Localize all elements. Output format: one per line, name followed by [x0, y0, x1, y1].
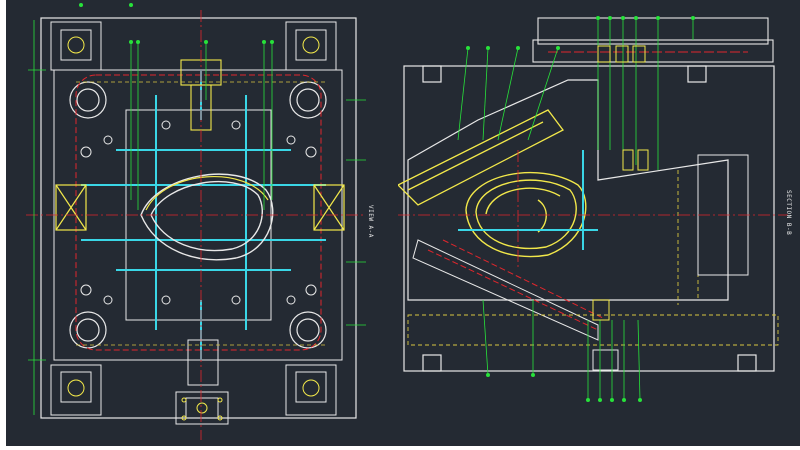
- dimension-lines: [28, 20, 366, 415]
- ejector-bolts: [181, 397, 223, 421]
- top-view-side-note: VIEW A-A: [367, 205, 374, 238]
- leader-markers: [466, 16, 695, 402]
- bottom-ejector-block: [175, 339, 229, 425]
- section-view-drawing: [398, 16, 788, 402]
- centerlines: [26, 10, 366, 440]
- leader-lines: [457, 18, 694, 401]
- part-parting-line: [145, 176, 269, 211]
- section-view-side-note: SECTION B-B: [785, 190, 792, 236]
- lower-slider: [412, 239, 599, 341]
- top-view-drawing: [26, 3, 366, 440]
- guide-pillars: [69, 81, 327, 349]
- hydraulic-cylinder: [532, 17, 774, 63]
- top-view-outline: [40, 17, 357, 419]
- corner-blocks: [50, 21, 337, 416]
- section-centerlines: [398, 150, 788, 270]
- side-slider-right: [313, 184, 345, 231]
- section-outline: [403, 65, 775, 372]
- cavity-boundary: [75, 74, 322, 351]
- corner-screw-circles: [67, 36, 320, 397]
- section-fasteners: [592, 45, 649, 321]
- side-slider-left: [55, 184, 87, 231]
- screw-holes: [80, 120, 317, 305]
- cad-canvas: VIEW A-A: [6, 0, 800, 446]
- molded-part-outline: [140, 173, 274, 261]
- lower-slider-path: [427, 239, 604, 331]
- angled-slide: [398, 109, 564, 206]
- section-part: [465, 172, 587, 258]
- dimension-markers: [79, 3, 274, 44]
- section-right-block: [592, 154, 749, 371]
- section-cooling: [458, 150, 598, 250]
